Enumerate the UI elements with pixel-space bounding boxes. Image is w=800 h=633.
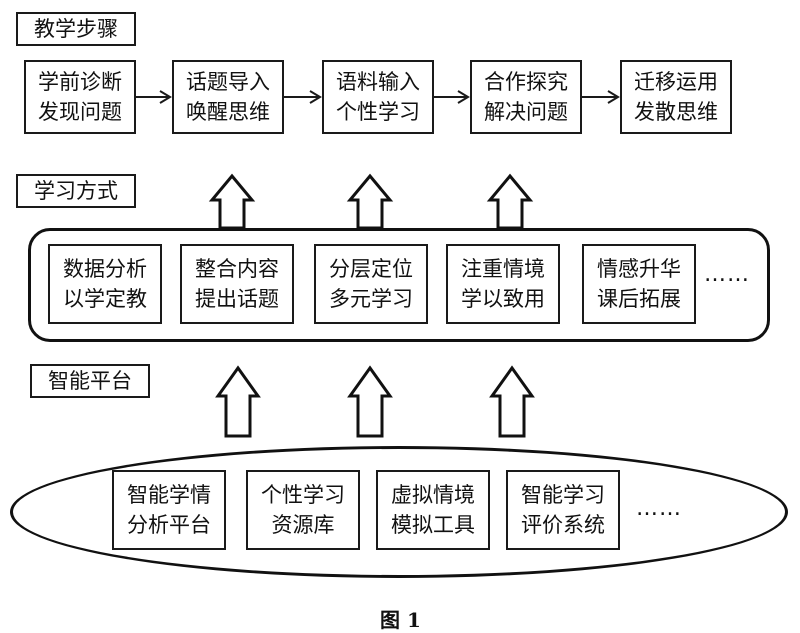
- method-4-line2: 学以致用: [461, 287, 545, 311]
- step-5-line2: 发散思维: [634, 100, 718, 124]
- platform-3-line1: 虚拟情境: [391, 483, 475, 507]
- step-4-line2: 解决问题: [484, 100, 568, 124]
- platform-4-line2: 评价系统: [521, 513, 605, 537]
- step-box-2: 话题导入 唤醒思维: [172, 60, 284, 134]
- step-2-line2: 唤醒思维: [186, 100, 270, 124]
- platform-box-3: 虚拟情境 模拟工具: [376, 470, 490, 550]
- up-arrow-platform-2: [347, 365, 393, 438]
- method-2-line1: 整合内容: [195, 257, 279, 281]
- method-1-line1: 数据分析: [63, 257, 147, 281]
- step-2-line1: 话题导入: [186, 70, 270, 94]
- arrowhead-step-1-2: [159, 90, 172, 104]
- platform-1-line2: 分析平台: [127, 513, 211, 537]
- up-arrow-platform-1: [215, 365, 261, 438]
- platform-title: 智能平台: [30, 364, 150, 398]
- method-box-1: 数据分析 以学定教: [48, 244, 162, 324]
- steps-title: 教学步骤: [16, 12, 136, 46]
- up-arrow-methods-1: [208, 173, 256, 230]
- method-box-5: 情感升华 课后拓展: [582, 244, 696, 324]
- methods-title: 学习方式: [16, 174, 136, 208]
- platform-4-line1: 智能学习: [521, 483, 605, 507]
- method-5-line2: 课后拓展: [597, 287, 681, 311]
- platform-3-line2: 模拟工具: [391, 513, 475, 537]
- platform-1-line1: 智能学情: [127, 483, 211, 507]
- step-5-line1: 迁移运用: [634, 70, 718, 94]
- platform-box-4: 智能学习 评价系统: [506, 470, 620, 550]
- step-box-3: 语料输入 个性学习: [322, 60, 434, 134]
- figure-caption: 图 1: [380, 608, 421, 632]
- step-3-line1: 语料输入: [336, 70, 420, 94]
- step-box-5: 迁移运用 发散思维: [620, 60, 732, 134]
- method-3-line1: 分层定位: [329, 257, 413, 281]
- arrowhead-step-2-3: [309, 90, 322, 104]
- method-1-line2: 以学定教: [63, 287, 147, 311]
- up-arrow-platform-3: [489, 365, 535, 438]
- platform-2-line2: 资源库: [271, 513, 335, 537]
- platform-2-line1: 个性学习: [261, 483, 345, 507]
- arrowhead-step-4-5: [607, 90, 620, 104]
- arrowhead-step-3-4: [457, 90, 470, 104]
- method-box-3: 分层定位 多元学习: [314, 244, 428, 324]
- method-5-line1: 情感升华: [597, 257, 681, 281]
- platform-ellipse: [10, 446, 788, 578]
- methods-more: ……: [704, 262, 750, 287]
- method-box-2: 整合内容 提出话题: [180, 244, 294, 324]
- step-box-4: 合作探究 解决问题: [470, 60, 582, 134]
- step-3-line2: 个性学习: [336, 100, 420, 124]
- step-1-line1: 学前诊断: [38, 70, 122, 94]
- up-arrow-methods-3: [486, 173, 534, 230]
- step-1-line2: 发现问题: [38, 100, 122, 124]
- platform-box-2: 个性学习 资源库: [246, 470, 360, 550]
- step-box-1: 学前诊断 发现问题: [24, 60, 136, 134]
- method-3-line2: 多元学习: [329, 287, 413, 311]
- method-4-line1: 注重情境: [461, 257, 545, 281]
- method-2-line2: 提出话题: [195, 287, 279, 311]
- platforms-more: ……: [636, 496, 682, 521]
- up-arrow-methods-2: [346, 173, 394, 230]
- methods-frame: [28, 228, 770, 342]
- step-4-line1: 合作探究: [484, 70, 568, 94]
- platform-box-1: 智能学情 分析平台: [112, 470, 226, 550]
- method-box-4: 注重情境 学以致用: [446, 244, 560, 324]
